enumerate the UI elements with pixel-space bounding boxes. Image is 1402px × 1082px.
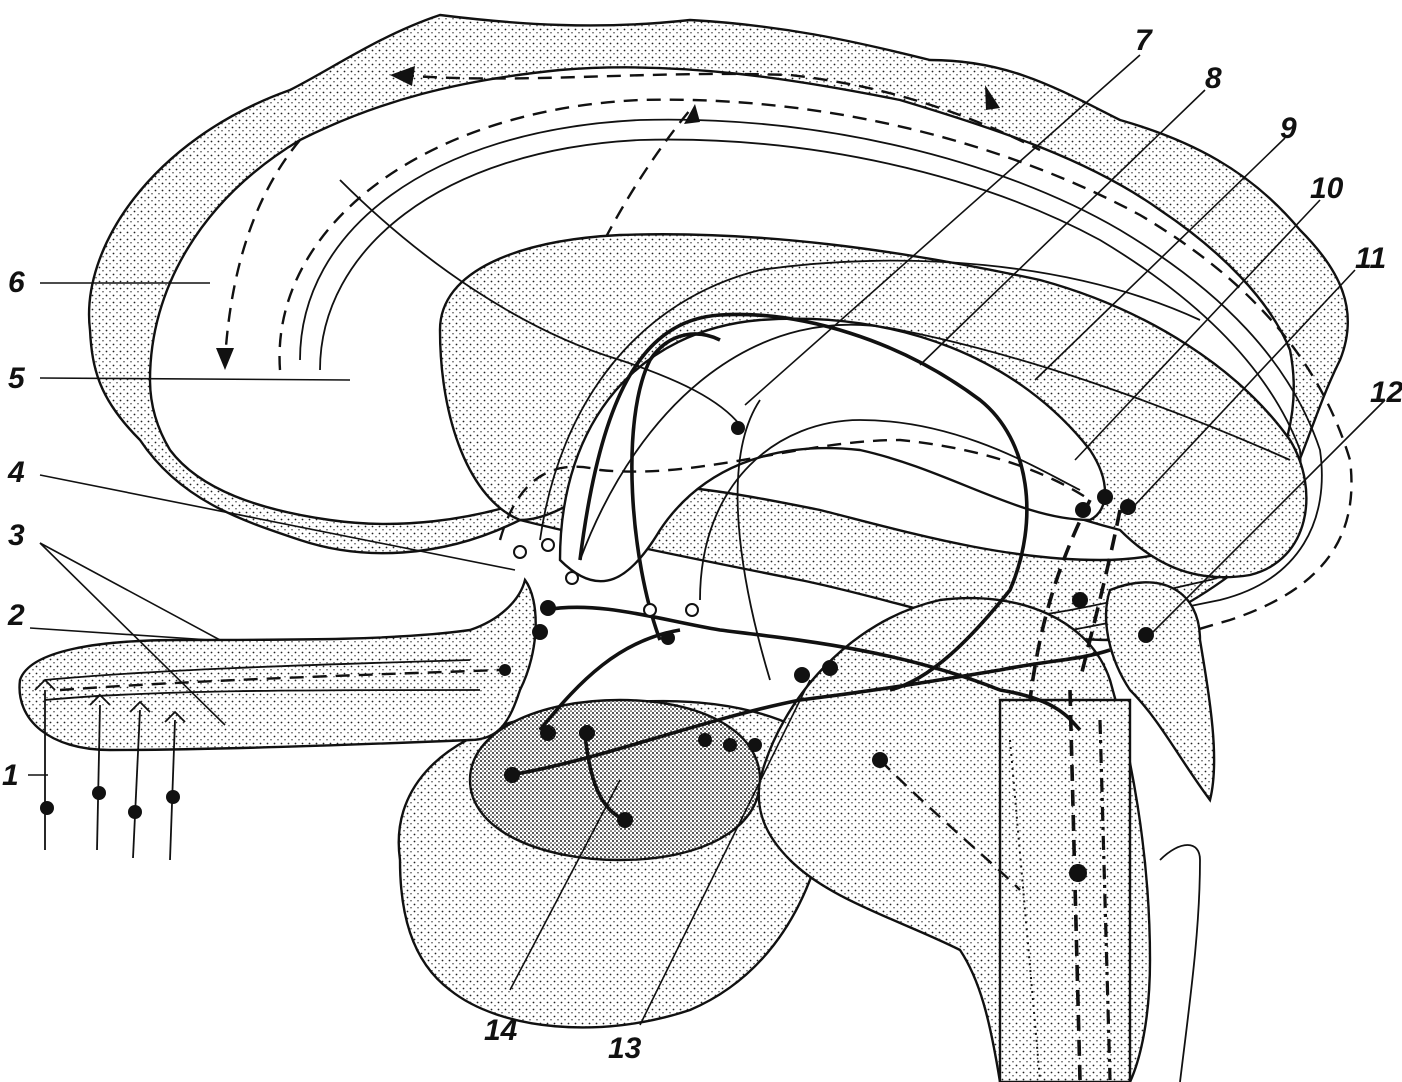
label-12: 12 xyxy=(1370,376,1402,409)
leader-lines xyxy=(28,54,1386,1026)
olfactory-fibers xyxy=(44,659,481,701)
label-13: 13 xyxy=(608,1032,642,1065)
corpus-callosum-outer xyxy=(299,118,1323,641)
anterior-thick-curve xyxy=(538,628,681,732)
hypothalamic-loop xyxy=(583,734,626,822)
label-10: 10 xyxy=(1310,172,1344,205)
arrowhead-diag xyxy=(985,85,1000,110)
olfactory-tract xyxy=(18,577,537,752)
arrowhead-left xyxy=(390,66,415,86)
olfactory-receptor-neurons xyxy=(34,678,186,861)
label-9: 9 xyxy=(1280,112,1297,145)
label-7: 7 xyxy=(1135,24,1153,57)
cingulum-thin-1 xyxy=(339,179,741,426)
label-4: 4 xyxy=(7,456,25,489)
spinal-cord-column xyxy=(998,698,1132,1082)
dashdot-spinal xyxy=(1098,719,1112,1081)
dashed-cingulate-ring xyxy=(498,438,1091,541)
cerebellum-lobe xyxy=(1104,581,1216,803)
olfactory-dashed xyxy=(59,668,501,692)
label-3: 3 xyxy=(8,519,25,552)
cingulum-dashed-loop xyxy=(399,72,1041,152)
label-8: 8 xyxy=(1205,62,1222,95)
arrowhead-up xyxy=(684,104,700,124)
cingulum-thin-5 xyxy=(736,399,771,681)
dashed-descending-2 xyxy=(1078,509,1122,681)
label-14: 14 xyxy=(484,1014,518,1047)
label-2: 2 xyxy=(7,599,25,632)
fornix-dashed xyxy=(278,98,1353,691)
dashed-descending-1 xyxy=(1028,499,1092,701)
cingulum-dashed-down xyxy=(223,139,301,361)
label-11: 11 xyxy=(1355,242,1386,275)
cingulum-thin-2 xyxy=(579,323,1291,561)
medial-forebrain-pathway xyxy=(544,605,1082,732)
dashed-brainstem-curve xyxy=(879,759,1021,891)
neuron-cells xyxy=(499,421,1154,882)
mammillothalamic-pathway xyxy=(509,648,1111,777)
lower-cortex-edge xyxy=(1159,844,1201,1082)
dashed-spinal-1 xyxy=(1068,689,1082,1081)
label-1: 1 xyxy=(2,759,19,792)
label-5: 5 xyxy=(8,362,26,395)
fornix-thick-arch xyxy=(578,312,1029,692)
label-6: 6 xyxy=(8,266,25,299)
callout-labels: 1 2 3 4 5 6 7 8 9 10 11 12 13 14 xyxy=(2,24,1402,1065)
corpus-callosum-inner xyxy=(319,138,1302,621)
cingulum-thin-4 xyxy=(539,259,1201,541)
cingulum-thin-3 xyxy=(699,419,1081,601)
stria-terminalis xyxy=(630,332,721,641)
arrowhead-down xyxy=(216,348,234,370)
dotted-spinal xyxy=(1009,739,1041,1081)
